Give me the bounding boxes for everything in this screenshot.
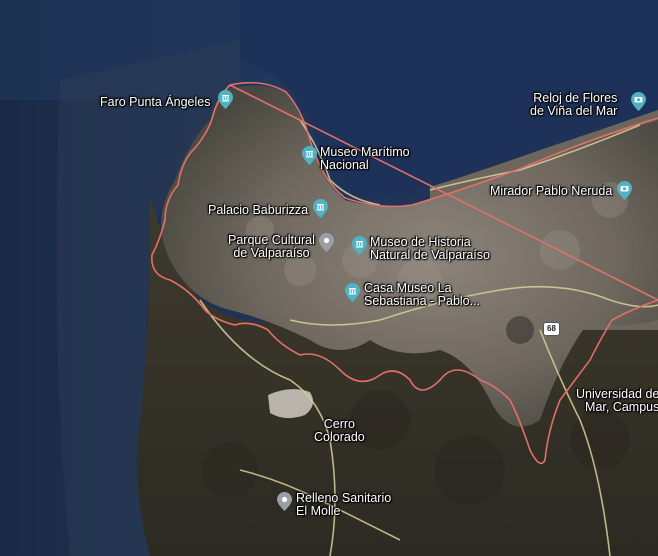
camera-pin-icon[interactable]	[617, 181, 632, 200]
camera-pin-icon[interactable]	[631, 92, 646, 111]
museum-pin-icon[interactable]	[302, 146, 317, 165]
place-label-neruda[interactable]: Mirador Pablo Neruda	[490, 184, 613, 198]
route-shield: 68	[543, 322, 560, 336]
place-label-faro[interactable]: Faro Punta Ángeles	[100, 95, 211, 109]
place-pin-icon[interactable]	[319, 233, 334, 252]
museum-pin-icon[interactable]	[345, 283, 360, 302]
museum-pin-icon[interactable]	[313, 199, 328, 218]
place-pin-icon[interactable]	[277, 492, 292, 511]
museum-pin-icon[interactable]	[218, 90, 233, 109]
museum-pin-icon[interactable]	[352, 236, 367, 255]
place-label-baburizza[interactable]: Palacio Baburizza	[208, 203, 309, 217]
